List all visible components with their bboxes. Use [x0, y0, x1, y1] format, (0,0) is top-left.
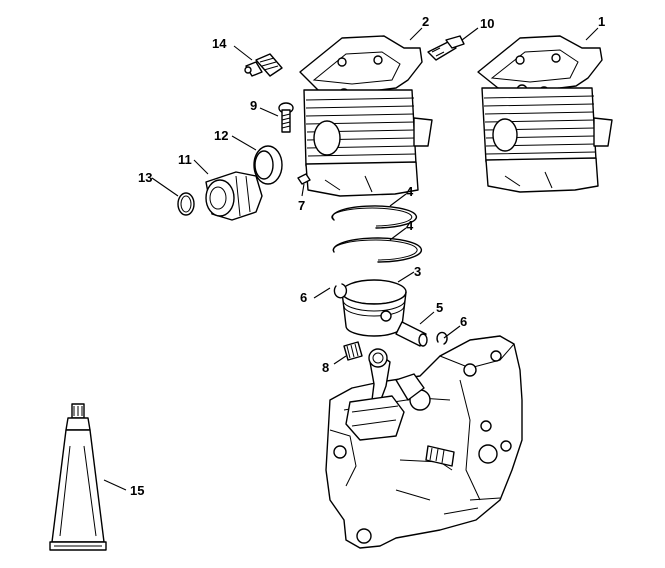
part-13-clamp[interactable]	[177, 192, 195, 216]
callout-2: 2	[422, 14, 429, 29]
callout-labels: 1 2 3 4 4 5 6 6 7 8 9 10 11 12 13 14 15	[130, 14, 605, 498]
part-10-decompression-valve[interactable]	[427, 35, 465, 61]
callout-5: 5	[436, 300, 443, 315]
callout-3: 3	[414, 264, 421, 279]
part-14-valve[interactable]	[244, 53, 283, 77]
part-4-piston-ring-lower[interactable]	[332, 237, 423, 263]
callout-10: 10	[480, 16, 494, 31]
part-11-intake-manifold[interactable]	[205, 171, 263, 221]
callout-7: 7	[298, 198, 305, 213]
callout-6-right: 6	[460, 314, 467, 329]
part-6-circlip-right[interactable]	[436, 331, 448, 345]
part-5-piston-pin[interactable]	[395, 321, 428, 347]
part-6-circlip-left[interactable]	[333, 283, 348, 299]
part-12-gasket[interactable]	[253, 145, 283, 185]
callout-8: 8	[322, 360, 329, 375]
part-1-cylinder[interactable]	[477, 35, 613, 193]
callout-13: 13	[138, 170, 152, 185]
part-7-nut[interactable]	[297, 173, 311, 185]
callout-4-lower: 4	[406, 218, 414, 233]
crankcase-assembly	[325, 335, 523, 549]
callout-11: 11	[178, 152, 192, 167]
part-4-piston-ring-upper[interactable]	[331, 205, 418, 229]
part-9-screw[interactable]	[278, 102, 294, 133]
part-15-grease-tube[interactable]	[49, 403, 107, 551]
callout-leaders	[103, 27, 599, 491]
callout-4-upper: 4	[406, 184, 414, 199]
part-3-piston[interactable]	[341, 279, 407, 337]
callout-12: 12	[214, 128, 228, 143]
part-2-cylinder[interactable]	[299, 35, 433, 197]
callout-9: 9	[250, 98, 257, 113]
callout-1: 1	[598, 14, 605, 29]
callout-6-left: 6	[300, 290, 307, 305]
part-8-needle-cage[interactable]	[343, 341, 363, 361]
callout-15: 15	[130, 483, 144, 498]
callout-14: 14	[212, 36, 227, 51]
